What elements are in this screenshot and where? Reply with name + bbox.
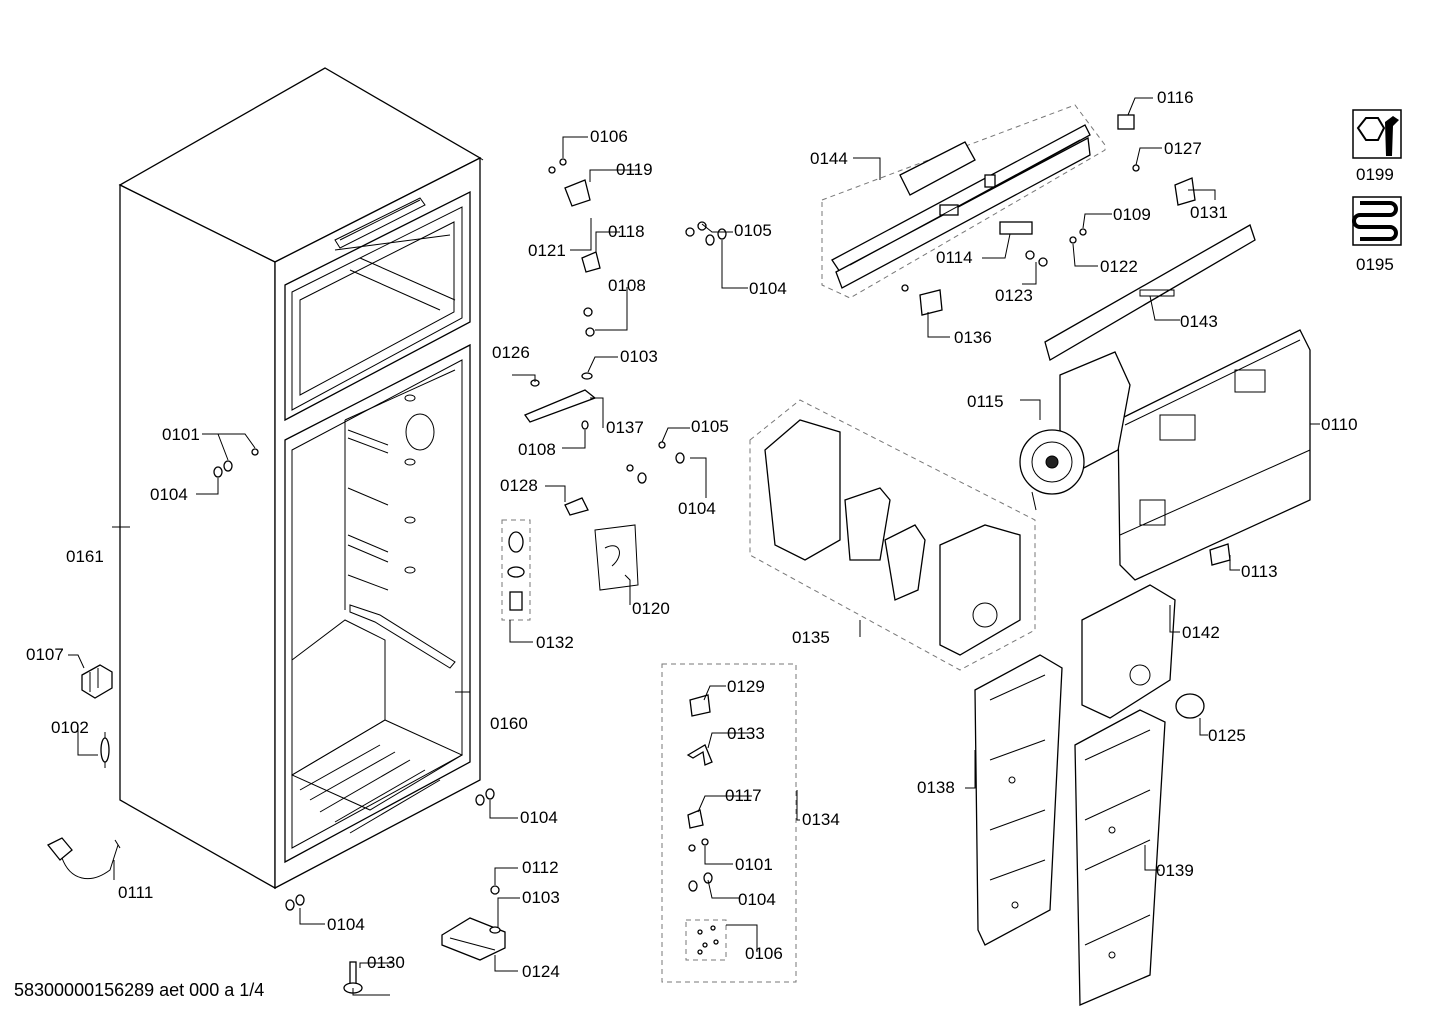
label-0143: 0143 xyxy=(1180,312,1218,331)
tools-icon xyxy=(1352,109,1402,159)
label-0132: 0132 xyxy=(536,633,574,652)
label-0101: 0101 xyxy=(735,855,773,874)
label-0128: 0128 xyxy=(500,476,538,495)
label-0139: 0139 xyxy=(1156,861,1194,880)
label-0102: 0102 xyxy=(51,718,89,737)
label-0123: 0123 xyxy=(995,286,1033,305)
label-0137: 0137 xyxy=(606,418,644,437)
label-0129: 0129 xyxy=(727,677,765,696)
label-0103: 0103 xyxy=(620,347,658,366)
label-0118: 0118 xyxy=(608,222,645,241)
label-0103: 0103 xyxy=(522,888,560,907)
label-0114: 0114 xyxy=(936,248,973,267)
label-0104: 0104 xyxy=(678,499,716,518)
label-0116: 0116 xyxy=(1157,88,1194,107)
label-0109: 0109 xyxy=(1113,205,1151,224)
label-0160: 0160 xyxy=(490,714,528,733)
label-0104: 0104 xyxy=(738,890,776,909)
label-0195: 0195 xyxy=(1356,255,1394,274)
label-0106: 0106 xyxy=(745,944,783,963)
label-0117: 0117 xyxy=(725,786,762,805)
label-0112: 0112 xyxy=(522,858,559,877)
label-0122: 0122 xyxy=(1100,257,1138,276)
label-0104: 0104 xyxy=(520,808,558,827)
label-0108: 0108 xyxy=(608,276,646,295)
label-0113: 0113 xyxy=(1241,562,1278,581)
label-0120: 0120 xyxy=(632,599,670,618)
label-0119: 0119 xyxy=(616,160,653,179)
group-0134 xyxy=(661,663,797,983)
label-0107: 0107 xyxy=(26,645,64,664)
label-0131: 0131 xyxy=(1190,203,1228,222)
label-0135: 0135 xyxy=(792,628,830,647)
label-0199: 0199 xyxy=(1356,165,1394,184)
label-0127: 0127 xyxy=(1164,139,1202,158)
label-0133: 0133 xyxy=(727,724,765,743)
cabinet-drawing xyxy=(118,67,484,890)
label-0144: 0144 xyxy=(810,149,848,168)
label-0134: 0134 xyxy=(802,810,840,829)
label-0130: 0130 xyxy=(367,953,405,972)
label-0104: 0104 xyxy=(749,279,787,298)
label-0136: 0136 xyxy=(954,328,992,347)
label-0104: 0104 xyxy=(150,485,188,504)
heater-coil-icon xyxy=(1352,196,1402,246)
label-0126: 0126 xyxy=(492,343,530,362)
label-0124: 0124 xyxy=(522,962,560,981)
label-0138: 0138 xyxy=(917,778,955,797)
label-0108: 0108 xyxy=(518,440,556,459)
hinge-parts xyxy=(501,158,727,621)
label-0142: 0142 xyxy=(1182,623,1220,642)
label-0161: 0161 xyxy=(66,547,104,566)
label-0125: 0125 xyxy=(1208,726,1246,745)
label-0110: 0110 xyxy=(1321,415,1358,434)
label-0105: 0105 xyxy=(691,417,729,436)
label-0115: 0115 xyxy=(967,392,1004,411)
label-0105: 0105 xyxy=(734,221,772,240)
evaporator-cover-drawing xyxy=(749,329,1311,1006)
label-0121: 0121 xyxy=(528,241,566,260)
part-labels: 0161 0101 0104 0107 0102 0111 0104 0130 … xyxy=(26,88,1394,981)
leader-lines xyxy=(68,97,1320,996)
drawing-code: 58300000156289 aet 000 a 1/4 xyxy=(14,980,265,1000)
label-0106: 0106 xyxy=(590,127,628,146)
label-0111: 0111 xyxy=(118,883,153,902)
label-0104: 0104 xyxy=(327,915,365,934)
label-0101: 0101 xyxy=(162,425,200,444)
small-parts xyxy=(46,448,506,994)
